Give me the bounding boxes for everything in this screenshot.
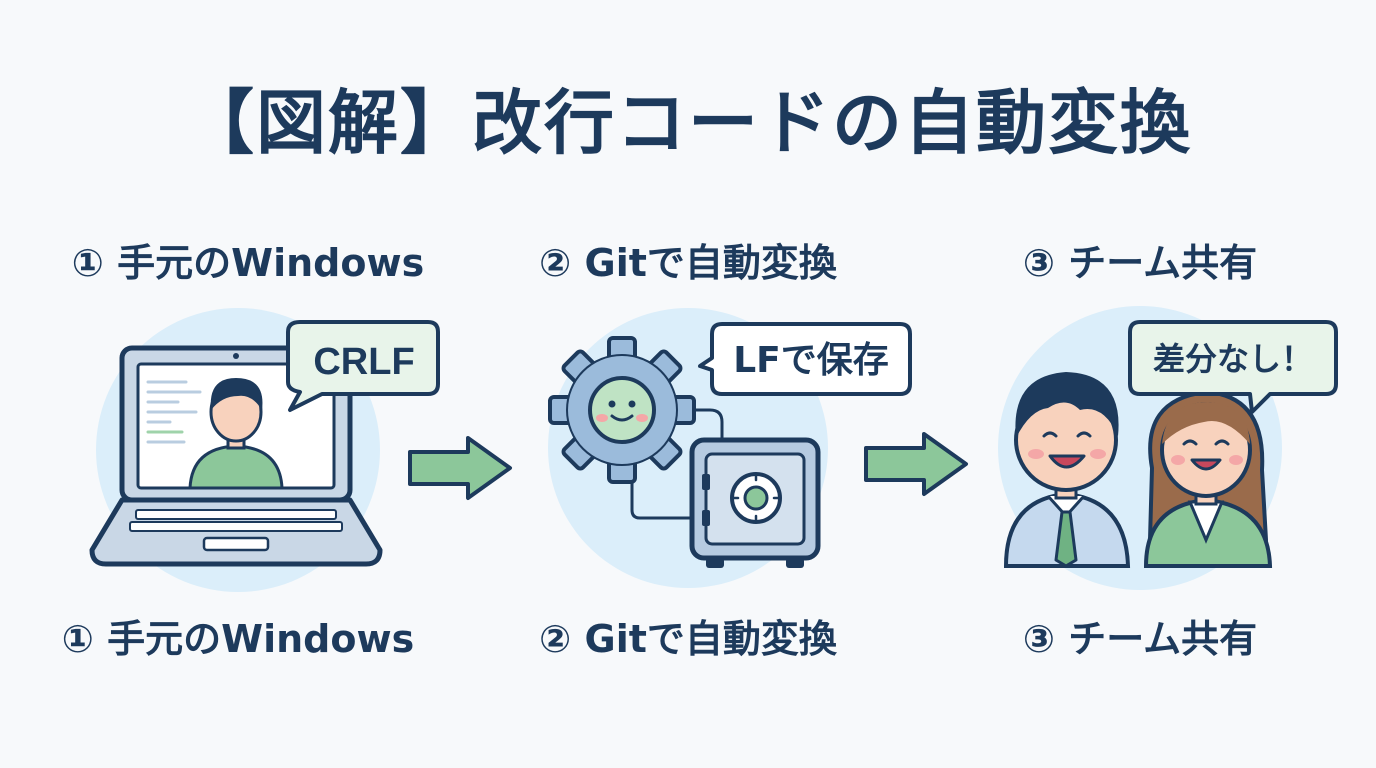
lf-save-speech-bubble: LFで保存: [698, 322, 912, 396]
arrow-2: [864, 432, 968, 496]
teammate-man-avatar: [1003, 372, 1131, 568]
user-avatar: [188, 378, 284, 490]
step-2-label: ② Gitで自動変換: [539, 241, 837, 285]
arrow-1: [408, 436, 512, 500]
diagram-title: 【図解】改行コードの自動変換: [184, 82, 1192, 164]
crlf-speech-bubble: CRLF: [286, 320, 440, 412]
no-diff-bubble-text: 差分なし！: [1153, 340, 1313, 378]
step-3-label: ③ チーム共有: [1022, 241, 1258, 285]
step-2-caption: ② Gitで自動変換: [539, 617, 837, 661]
crlf-bubble-text: CRLF: [313, 341, 414, 383]
teammate-woman-avatar: [1143, 390, 1273, 568]
step-1-label: ① 手元のWindows: [71, 241, 425, 285]
no-diff-speech-bubble: 差分なし！: [1128, 320, 1338, 414]
step-2-panel: LFで保存: [548, 308, 912, 588]
step-3-caption: ③ チーム共有: [1022, 617, 1258, 661]
laptop-icon: [89, 345, 383, 567]
smiling-gear-icon: [548, 336, 696, 484]
step-3-panel: 差分なし！: [998, 306, 1338, 590]
step-1-panel: CRLF: [89, 308, 440, 592]
safe-icon: [689, 437, 821, 568]
step-1-caption: ① 手元のWindows: [61, 617, 415, 661]
lf-bubble-text: LFで保存: [733, 340, 889, 381]
